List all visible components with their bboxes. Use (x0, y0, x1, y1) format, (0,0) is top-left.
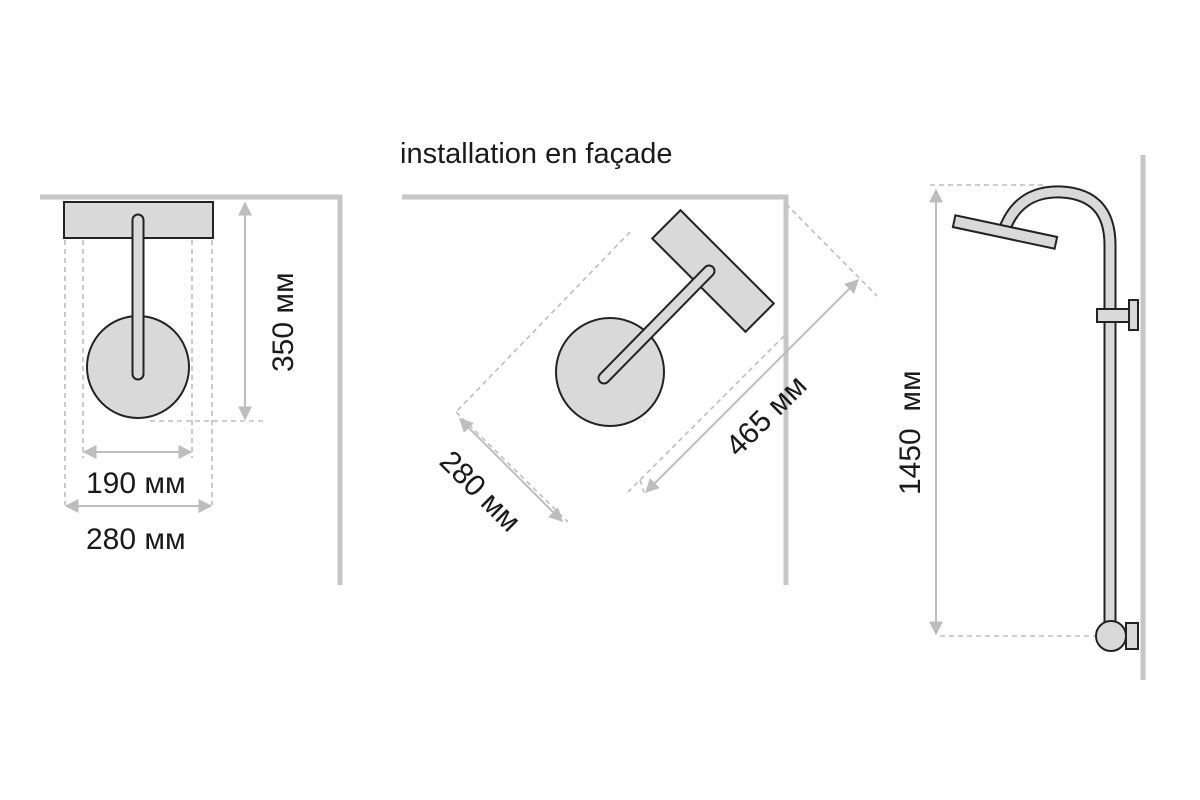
outer-width-label: 280 мм (86, 523, 186, 556)
corner-width-dimension-line (459, 418, 563, 522)
corner-envelope-left (455, 231, 631, 413)
corner-length-dimension-line (645, 279, 859, 493)
inner-width-label: 190 мм (86, 467, 186, 500)
diagram-title: installation en façade (400, 138, 672, 170)
wall-bracket (1096, 308, 1130, 323)
height-label: 1450 мм (894, 370, 927, 495)
corner-envelope-top (785, 203, 878, 297)
riser-pipe (1000, 187, 1115, 640)
front-view-wall (40, 194, 343, 585)
rain-shower-head (951, 214, 1059, 250)
depth-label: 350 мм (267, 272, 300, 372)
side-view: 1450 мм (894, 155, 1146, 680)
front-view: 190 мм 280 мм 350 мм (40, 194, 343, 585)
mixer-wall-plate (1125, 622, 1139, 650)
corner-length-label: 465 мм (720, 369, 814, 463)
mixer-valve (1095, 620, 1127, 652)
corner-view: 280 мм 465 мм (402, 194, 878, 585)
wall-bracket-plate (1128, 299, 1139, 331)
corner-envelope-tick (639, 479, 645, 493)
corner-width-label: 280 мм (433, 445, 527, 539)
riser-pipe-outline (998, 185, 1117, 642)
